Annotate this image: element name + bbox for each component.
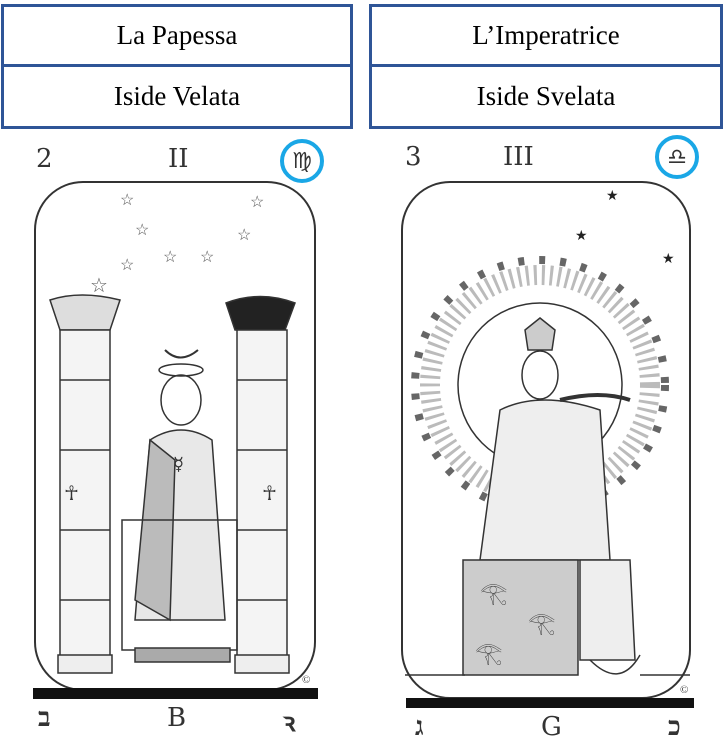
svg-text:★: ★ [575,229,588,244]
svg-text:★: ★ [606,189,619,204]
svg-text:☆: ☆ [135,222,149,239]
right-column: ☥ [225,295,296,674]
card-imperatrice-artwork: ★ ★ ★ 𓂀 𓂀 𓂀 © [401,181,694,708]
svg-text:©: © [680,684,688,696]
card-title: L’Imperatrice [372,7,720,67]
svg-text:☆: ☆ [120,192,134,209]
left-column: ☥ [49,294,121,674]
virgo-icon: ♍ [280,139,324,183]
svg-text:☆: ☆ [163,249,177,266]
card-title: La Papessa [4,7,350,67]
card-number: 3 [405,142,422,172]
card-title-table-left: La Papessa Iside Velata [1,4,353,129]
card-subtitle: Iside Svelata [476,80,616,111]
svg-text:☆: ☆ [120,257,134,274]
svg-text:☆: ☆ [237,227,251,244]
svg-text:𓂀: 𓂀 [528,610,555,635]
svg-text:☆: ☆ [90,275,108,297]
svg-text:☆: ☆ [200,249,214,266]
svg-text:☿: ☿ [173,454,184,474]
card-title-table-right: L’Imperatrice Iside Svelata [369,4,723,129]
card-roman-numeral: II [168,144,189,174]
latin-letter: B [167,703,187,733]
svg-text:𓂀: 𓂀 [475,640,502,665]
card-papessa-artwork: ☆ ☆ ☆ ☆ ☆ ☆ ☆ ☆ ☥ ☥ [33,181,318,699]
card-number: 2 [36,144,53,174]
svg-text:☥: ☥ [262,483,277,505]
hebrew-letter-right: כ [668,712,681,742]
card-subtitle: Iside Velata [113,80,241,111]
hebrew-letter-left: ב [38,703,51,733]
svg-text:𓂀: 𓂀 [480,580,507,605]
latin-letter: G [541,712,562,742]
svg-text:☥: ☥ [64,483,79,505]
card-roman-numeral: III [503,142,534,172]
svg-text:☆: ☆ [250,194,264,211]
stars: ☆ ☆ ☆ ☆ ☆ ☆ ☆ ☆ [90,192,264,297]
libra-icon: ♎ [655,135,699,179]
empress-figure: 𓂀 𓂀 𓂀 [405,317,690,676]
priestess-figure: ☿ [121,349,238,663]
hebrew-letter-right: ꝛ [283,708,296,738]
svg-text:©: © [302,674,310,686]
svg-text:★: ★ [662,252,675,267]
hebrew-letter-left: ג [415,712,424,742]
